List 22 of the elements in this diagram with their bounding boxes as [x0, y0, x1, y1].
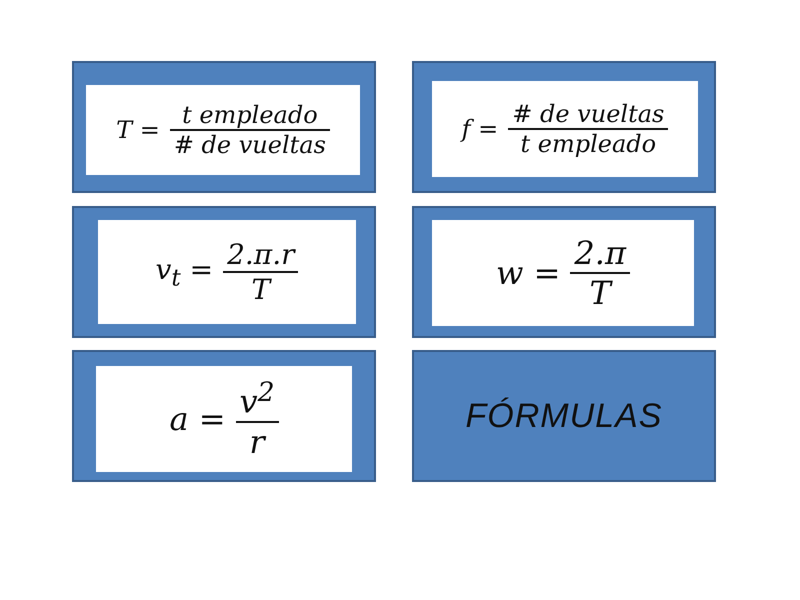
numerator: v$^{2}$ — [238, 377, 276, 421]
denominator: t empleado — [520, 130, 658, 158]
formula-card — [412, 206, 716, 338]
title-text: FÓRMULAS — [464, 396, 664, 436]
denominator: T — [250, 273, 273, 306]
formula-symbol: v$_{t}$ = — [156, 252, 214, 292]
formula-card — [412, 61, 716, 193]
numerator: # de vueltas — [511, 100, 666, 128]
formula-symbol: T = — [116, 116, 160, 144]
numerator: 2.π.r — [226, 238, 297, 271]
formula-card — [72, 61, 376, 193]
formula-card — [72, 350, 376, 482]
denominator: T — [588, 274, 614, 312]
title-card — [412, 350, 716, 482]
numerator: t empleado — [181, 101, 319, 129]
denominator: r — [248, 422, 268, 461]
numerator: 2.π — [573, 234, 628, 272]
formula-symbol: a = — [169, 400, 226, 438]
formula-symbol: f = — [462, 115, 498, 143]
denominator: # de vueltas — [172, 131, 327, 159]
formula-symbol: w = — [496, 254, 560, 292]
formula-card — [72, 206, 376, 338]
